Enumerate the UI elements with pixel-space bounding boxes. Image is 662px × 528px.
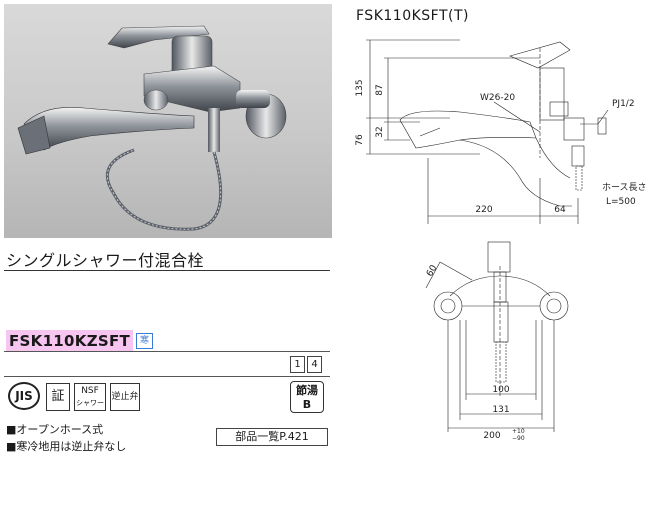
dim-200: 200: [483, 431, 500, 441]
dim-200-tol-plus: +10: [512, 428, 525, 435]
certification-mark-icon: 証: [46, 383, 70, 411]
note-open-hose: ■オープンホース式: [6, 423, 104, 436]
dim-135: 135: [355, 79, 365, 96]
side-view-drawing: 135 87 32 76 W26-20 PJ1/2 ホース長さ L=500 22…: [355, 39, 647, 224]
page-number-box-2: 4: [307, 356, 322, 373]
dim-220: 220: [475, 205, 492, 215]
page-number-box-1: 1: [290, 356, 305, 373]
water-saving-label: 節湯: [296, 384, 318, 397]
parts-list-reference: 部品一覧P.421: [216, 428, 328, 446]
check-valve-mark-icon: 逆止弁: [110, 383, 140, 411]
front-view-drawing: 60 100 131 200 +10 −90: [425, 241, 569, 442]
note-cold-region: ■寒冷地用は逆止弁なし: [6, 440, 127, 453]
divider: [4, 351, 330, 352]
nsf-shower-label: シャワー: [76, 399, 104, 407]
nsf-shower-mark-icon: NSF シャワー: [74, 383, 106, 411]
jis-mark-icon: JIS: [8, 382, 40, 410]
divider: [4, 270, 330, 271]
product-name: シングルシャワー付混合栓: [6, 251, 205, 270]
product-photo: [4, 4, 332, 238]
divider: [4, 376, 330, 377]
drawing-title: FSK110KSFT(T): [356, 8, 469, 24]
model-code: FSK110KZSFT: [9, 332, 131, 350]
dim-76: 76: [355, 134, 365, 146]
model-highlight: FSK110KZSFT: [6, 330, 134, 351]
hose-length-value: L=500: [606, 197, 636, 207]
dim-87: 87: [375, 84, 385, 95]
faucet-photo-illustration: [17, 25, 287, 231]
nsf-label: NSF: [81, 386, 99, 396]
cold-region-badge: 寒: [136, 333, 153, 349]
pj-label: PJ1/2: [612, 99, 635, 109]
dim-60: 60: [425, 263, 440, 278]
water-saving-badge: 節湯 B: [290, 381, 324, 413]
dim-200-tol-minus: −90: [512, 435, 525, 442]
thread-label: W26-20: [480, 93, 515, 103]
dim-131: 131: [492, 405, 509, 415]
dim-32: 32: [375, 126, 385, 137]
dim-100: 100: [492, 385, 509, 395]
hose-length-label: ホース長さ: [602, 182, 647, 193]
dim-64: 64: [554, 205, 566, 215]
water-saving-grade: B: [302, 398, 312, 411]
